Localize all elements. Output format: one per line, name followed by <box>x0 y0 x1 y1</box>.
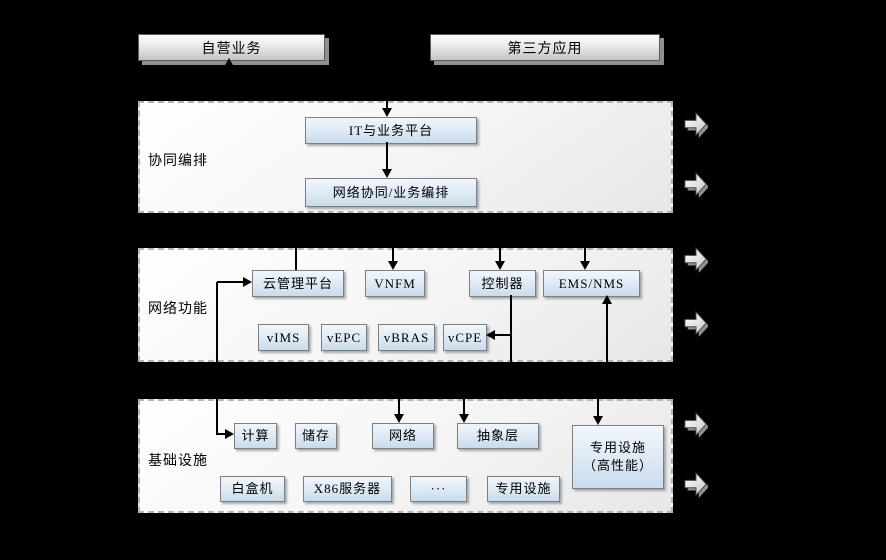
layer-output-arrow-icon <box>684 111 708 138</box>
connector-controller-down <box>510 295 512 362</box>
layer-output-arrow-icon <box>684 171 708 198</box>
arrowhead-into-vnfm <box>388 261 398 270</box>
node-storage: 储存 <box>295 423 337 449</box>
arrowhead-into-network <box>394 414 404 423</box>
layer-label-infrastructure: 基础设施 <box>148 454 208 469</box>
source-box-third-party: 第三方应用 <box>430 34 660 61</box>
node-cloud-mgmt: 云管理平台 <box>252 270 344 297</box>
node-white-box: 白盒机 <box>220 476 285 502</box>
node-vbras: vBRAS <box>378 324 435 351</box>
arrowhead-into-network-orchestration <box>382 169 392 178</box>
connector-down-left-vertical <box>216 399 218 435</box>
node-dedicated-high-performance: 专用设施 （高性能） <box>572 425 664 489</box>
node-ems-nms: EMS/NMS <box>543 270 640 297</box>
node-abstraction-layer: 抽象层 <box>457 423 539 449</box>
node-x86-server: X86服务器 <box>303 476 392 502</box>
layer-label-network-functions: 网络功能 <box>148 302 208 317</box>
dedicated-hp-line2: （高性能） <box>582 458 653 473</box>
node-network-orchestration: 网络协同/业务编排 <box>305 178 477 207</box>
arrowhead-into-compute <box>225 429 234 439</box>
arrowhead-up-into-self-operated <box>224 58 234 67</box>
connector-into-dedicated-hp <box>597 399 599 417</box>
arrowhead-up-into-ems-nms <box>602 295 612 304</box>
node-network: 网络 <box>372 423 434 449</box>
node-compute: 计算 <box>234 423 277 449</box>
arrowhead-into-dedicated-hp <box>593 416 603 425</box>
node-vcpe: vCPE <box>443 324 487 351</box>
arrowhead-into-ems-nms <box>580 261 590 270</box>
arrowhead-into-controller <box>495 261 505 270</box>
layer-output-arrow-icon <box>684 310 708 337</box>
source-box-self-operated: 自营业务 <box>138 34 325 61</box>
node-it-platform: IT与业务平台 <box>305 117 477 144</box>
node-dedicated: 专用设施 <box>487 476 560 502</box>
connector-into-vnfm <box>392 248 394 262</box>
layer-output-arrow-icon <box>684 246 708 273</box>
connector-into-cloud-mgmt-top <box>295 248 297 270</box>
node-controller: 控制器 <box>469 270 536 297</box>
arrowhead-into-vcpe <box>486 330 495 340</box>
arrowhead-into-it-platform <box>382 108 392 117</box>
connector-cloud-mgmt-infra-vertical <box>216 282 218 362</box>
node-vims: vIMS <box>258 324 309 351</box>
node-more-ellipsis: ··· <box>410 476 467 502</box>
layer-label-orchestration: 协同编排 <box>148 154 208 169</box>
connector-top-to-it-platform <box>386 101 388 110</box>
arrowhead-into-abstraction <box>459 414 469 423</box>
connector-into-ems-nms <box>584 248 586 262</box>
connector-into-compute-horizontal <box>217 433 226 435</box>
connector-into-controller <box>499 248 501 262</box>
layer-output-arrow-icon <box>684 411 708 438</box>
connector-into-network <box>398 399 400 415</box>
connector-into-abstraction <box>463 399 465 415</box>
node-vnfm: VNFM <box>365 270 425 297</box>
connector-it-to-orchestration <box>386 142 388 170</box>
node-vepc: vEPC <box>321 324 367 351</box>
connector-up-to-ems-nms <box>606 304 608 362</box>
dedicated-hp-line1: 专用设施 <box>589 440 646 456</box>
arrowhead-into-cloud-mgmt-left <box>243 277 252 287</box>
layer-output-arrow-icon <box>684 471 708 498</box>
connector-cloud-mgmt-horizontal <box>217 281 244 283</box>
connector-controller-to-vcpe <box>495 334 511 336</box>
